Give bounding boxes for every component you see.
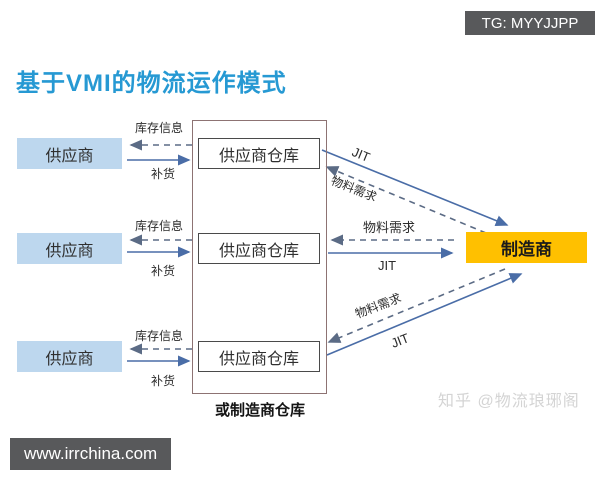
label-jit-1: JIT [349, 144, 373, 165]
label-replenishment-1: 补货 [150, 167, 175, 181]
label-inventory-info-2: 库存信息 [134, 219, 183, 233]
label-inventory-info-3: 库存信息 [134, 329, 183, 343]
warehouse-node-1: 供应商仓库 [198, 138, 320, 169]
label-replenishment-2: 补货 [150, 264, 175, 278]
website-watermark-badge: www.irrchina.com [10, 438, 172, 470]
label-material-demand-1: 物料需求 [328, 173, 379, 205]
telegram-watermark-badge: TG: MYYJJPP [465, 11, 595, 35]
supplier-node-1: 供应商 [17, 138, 122, 169]
warehouse-node-3: 供应商仓库 [198, 341, 320, 372]
label-material-demand-3: 物料需求 [353, 290, 404, 322]
warehouse-group-caption: 或制造商仓库 [214, 402, 305, 419]
page-title: 基于VMI的物流运作模式 [16, 70, 287, 97]
label-replenishment-3: 补货 [150, 374, 175, 388]
manufacturer-node: 制造商 [466, 232, 587, 263]
label-material-demand-2: 物料需求 [363, 220, 416, 235]
zhihu-watermark: 知乎 @物流琅琊阁 [438, 393, 580, 410]
supplier-node-3: 供应商 [17, 341, 122, 372]
warehouse-node-2: 供应商仓库 [198, 233, 320, 264]
label-jit-2: JIT [378, 258, 397, 273]
warehouse-group-frame [192, 120, 327, 394]
supplier-node-2: 供应商 [17, 233, 122, 264]
label-inventory-info-1: 库存信息 [134, 121, 183, 135]
label-jit-3: JIT [388, 330, 412, 351]
